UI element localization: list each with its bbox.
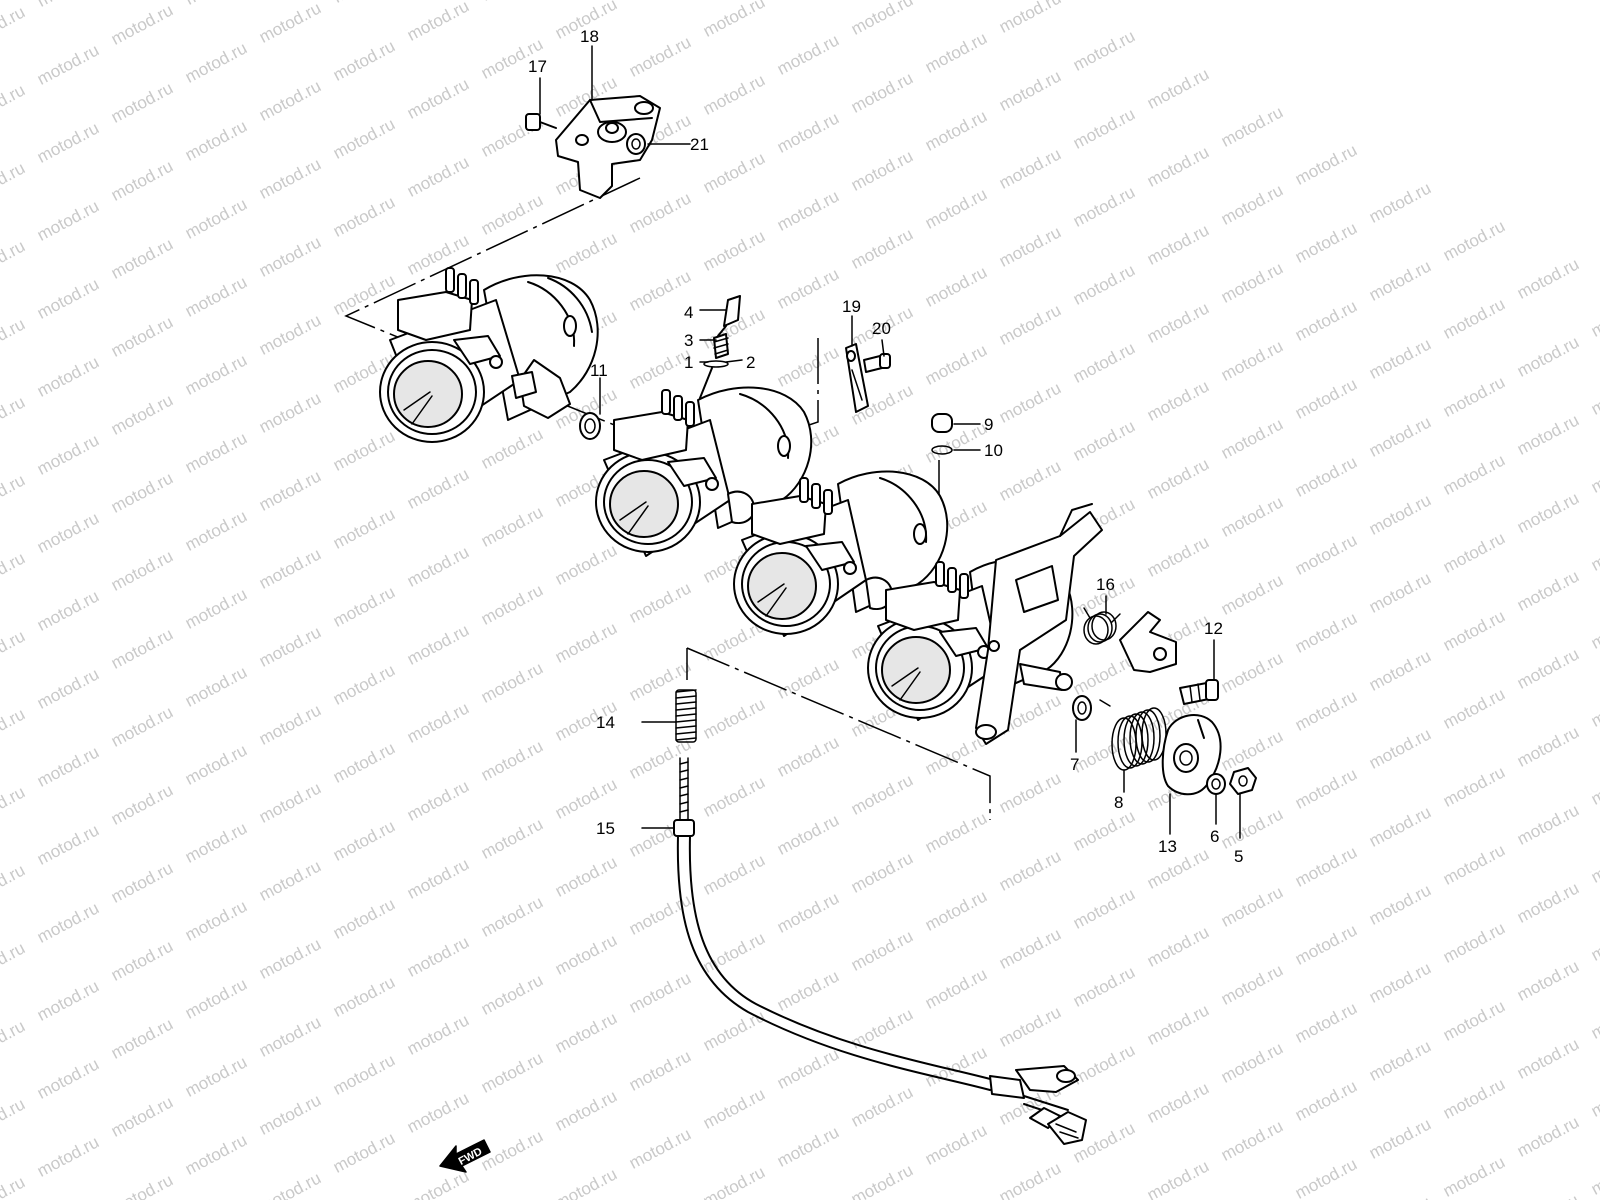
fwd-marker: FWD: [439, 1139, 491, 1173]
callout-11: 11: [590, 361, 608, 380]
callout-17: 17: [528, 57, 547, 76]
throttle-body-2: [595, 386, 813, 557]
throttle-cam: [1161, 714, 1222, 796]
cap-clip: [931, 445, 953, 455]
callout-4: 4: [684, 303, 693, 322]
throttle-position-sensor: [555, 95, 661, 199]
throttle-body-1: [379, 267, 599, 443]
callout-19: 19: [842, 297, 861, 316]
fwd-label: FWD: [457, 1146, 485, 1168]
washer-6: [1206, 773, 1226, 795]
callout-5: 5: [1234, 847, 1243, 866]
throttle-body-4: [867, 503, 1103, 745]
callout-7: 7: [1070, 755, 1079, 774]
vacuum-cap: [931, 413, 953, 433]
callout-2: 2: [746, 353, 755, 372]
throttle-cable: [673, 757, 1087, 1145]
adjuster-screw-assembly: [699, 295, 741, 399]
link-bracket: [845, 343, 869, 413]
callout-12: 12: [1204, 619, 1223, 638]
washer-11: [579, 412, 601, 440]
callout-leaders: [539, 45, 1241, 839]
fwd-arrow-icon: [439, 1139, 491, 1173]
spring-14: [675, 689, 697, 743]
callout-labels: 17 18 21 4 3 1 2 11 19 20 9 10 16 12 14 …: [528, 27, 1243, 866]
callout-10: 10: [984, 441, 1003, 460]
washer-7: [1072, 695, 1092, 721]
callout-16: 16: [1096, 575, 1115, 594]
return-spring: [1099, 699, 1167, 771]
sensor-o-ring: [626, 133, 646, 155]
bracket-screw: [863, 353, 891, 373]
callout-3: 3: [684, 331, 693, 350]
callout-21: 21: [690, 135, 709, 154]
sensor-screw: [525, 113, 557, 131]
callout-8: 8: [1114, 793, 1123, 812]
callout-15: 15: [596, 819, 615, 838]
callout-13: 13: [1158, 837, 1177, 856]
throttle-body-3: [733, 470, 949, 637]
callout-6: 6: [1210, 827, 1219, 846]
callout-1: 1: [684, 353, 693, 372]
callout-20: 20: [872, 319, 891, 338]
callout-14: 14: [596, 713, 615, 732]
nut-5: [1229, 767, 1257, 795]
callout-18: 18: [580, 27, 599, 46]
spring-16: [1083, 607, 1121, 645]
idle-lever: [1119, 611, 1219, 705]
callout-9: 9: [984, 415, 993, 434]
